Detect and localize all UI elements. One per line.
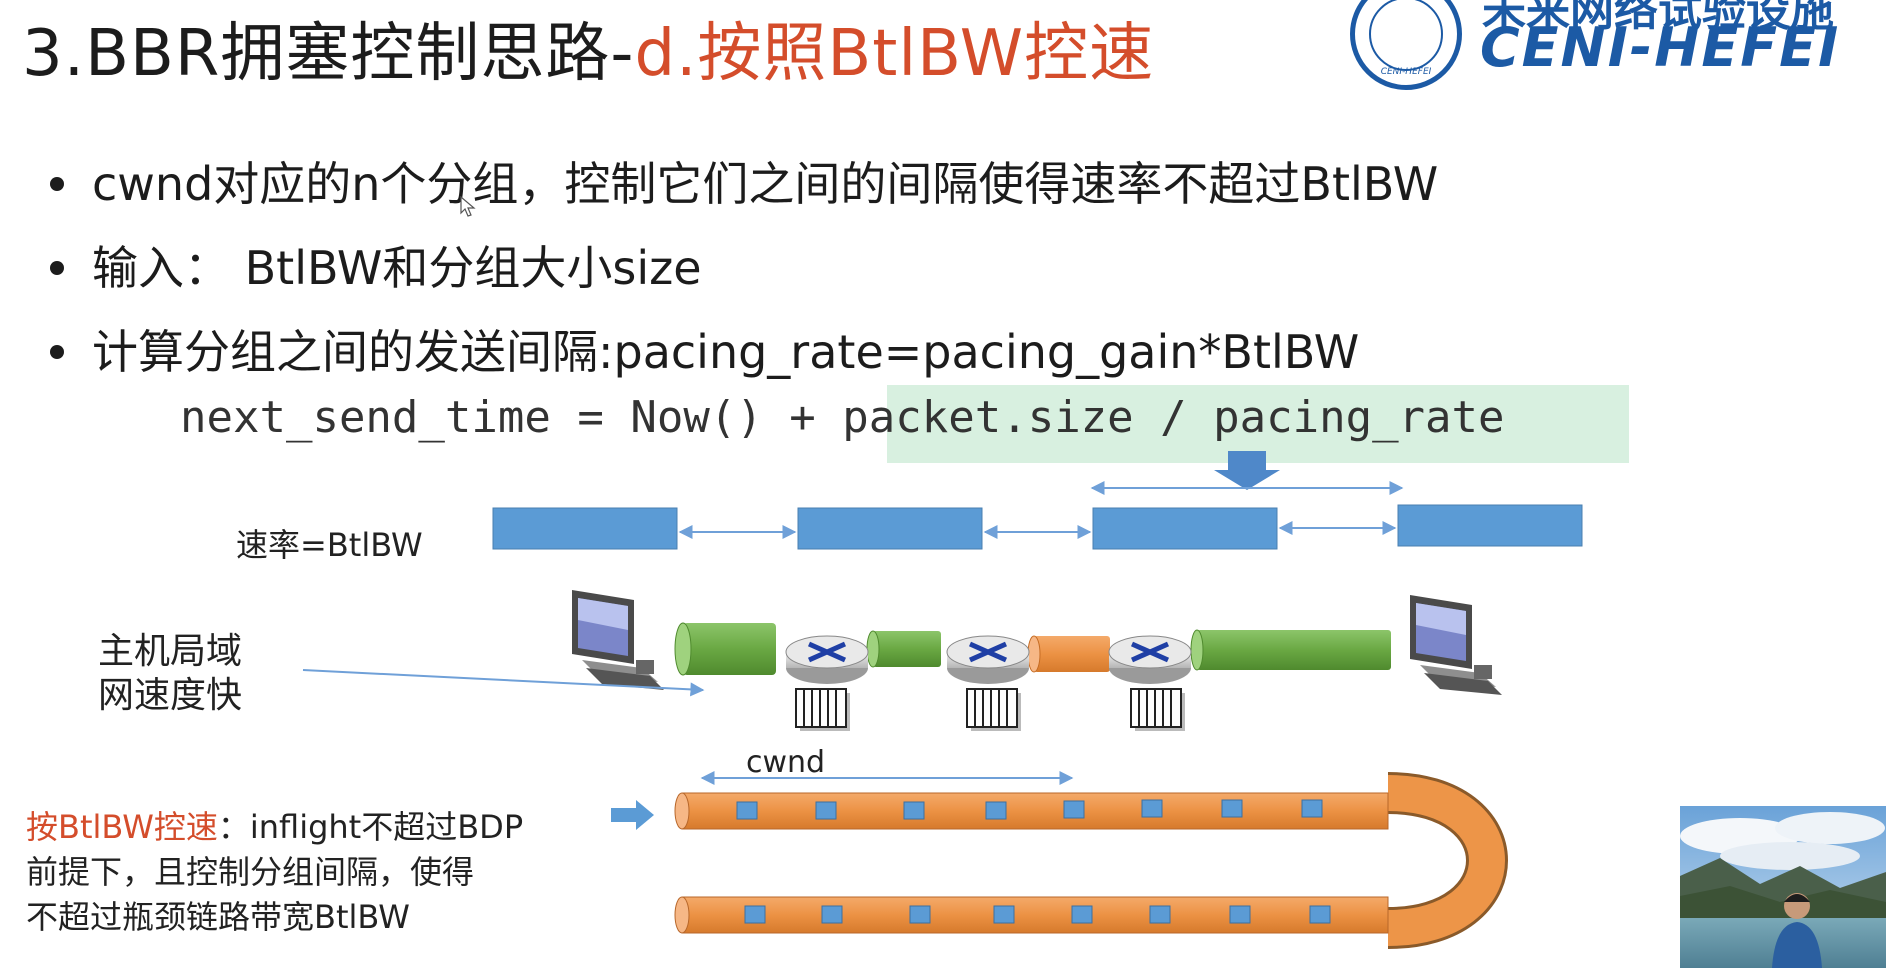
pipe-packets xyxy=(736,799,1331,924)
formula-highlight-box xyxy=(887,385,1629,463)
packet-block xyxy=(797,507,983,550)
packet-block xyxy=(1092,507,1278,550)
bullet-pacing: 计算分组之间的发送间隔:pacing_rate=pacing_gain*BtlB… xyxy=(50,316,1359,382)
link-segment xyxy=(866,630,941,668)
pipe-bottom xyxy=(674,896,1389,934)
router-icon xyxy=(785,635,869,684)
host-pointer-arrow xyxy=(302,669,705,697)
bullet-text: cwnd对应的n个分组，控制它们之间的间隔使得速率不超过BtlBW xyxy=(92,157,1439,211)
queue-buffer-icon xyxy=(1130,688,1185,731)
computer-icon xyxy=(1410,595,1502,695)
packet-block xyxy=(492,507,678,550)
arrow-right-icon xyxy=(611,800,654,830)
link-segment xyxy=(1027,635,1110,673)
title-highlight: d.按照BtlBW控速 xyxy=(634,17,1155,91)
pipe-u-shape xyxy=(1387,772,1508,949)
packet-block xyxy=(1397,504,1583,547)
link-segment xyxy=(674,622,776,676)
router-icon xyxy=(1108,635,1192,684)
bottom-note: 按BtlBW控速：inflight不超过BDP 前提下，且控制分组间隔，使得 不… xyxy=(26,805,523,940)
host-label-line: 网速度快 xyxy=(98,675,243,716)
link-segment xyxy=(1190,629,1391,671)
logo-seal-text: CENI-HEFEI xyxy=(1380,67,1432,77)
arrow-down-icon xyxy=(1214,451,1280,490)
formula: next_send_time = Now() + packet.size / p… xyxy=(180,392,1505,443)
bullet-dot xyxy=(50,344,64,359)
host-label-line: 主机局域 xyxy=(98,631,243,672)
computer-icon xyxy=(572,590,664,690)
formula-highlighted: packet.size / pacing_rate xyxy=(842,392,1505,443)
note-highlight: 按BtlBW控速 xyxy=(26,808,218,846)
slide-title: 3.BBR拥塞控制思路-d.按照BtlBW控速 xyxy=(22,2,1154,94)
cwnd-label: cwnd xyxy=(746,745,826,780)
formula-left: next_send_time = Now() + xyxy=(180,392,843,443)
bullet-cwnd: cwnd对应的n个分组，控制它们之间的间隔使得速率不超过BtlBW xyxy=(50,148,1438,214)
ceni-logo-seal: CENI-HEFEI xyxy=(1350,0,1462,90)
presenter-webcam xyxy=(1680,806,1886,968)
bullet-dot xyxy=(50,260,64,275)
logo-en-text: CENI-HEFEI xyxy=(1480,16,1841,79)
title-main: 3.BBR拥塞控制思路- xyxy=(22,17,635,91)
mouse-cursor-icon xyxy=(460,195,476,223)
logo-cn-text: 未来网络试验设施 xyxy=(1482,0,1834,36)
bullet-dot xyxy=(50,176,64,191)
note-line1: ：inflight不超过BDP xyxy=(217,808,524,846)
queue-buffer-icon xyxy=(966,688,1021,731)
rate-label: 速率=BtlBW xyxy=(236,526,423,564)
note-line3: 不超过瓶颈链路带宽BtlBW xyxy=(26,898,410,936)
pipe-top xyxy=(674,792,1389,830)
note-line2: 前提下，且控制分组间隔，使得 xyxy=(26,853,475,891)
host-label: 主机局域 网速度快 xyxy=(98,630,242,718)
bullet-input: 输入： BtlBW和分组大小size xyxy=(50,232,702,298)
bullet-text: 计算分组之间的发送间隔:pacing_rate=pacing_gain*BtlB… xyxy=(92,325,1360,379)
queue-buffer-icon xyxy=(795,688,850,731)
router-icon xyxy=(946,635,1030,684)
bullet-text: 输入： BtlBW和分组大小size xyxy=(92,241,702,295)
